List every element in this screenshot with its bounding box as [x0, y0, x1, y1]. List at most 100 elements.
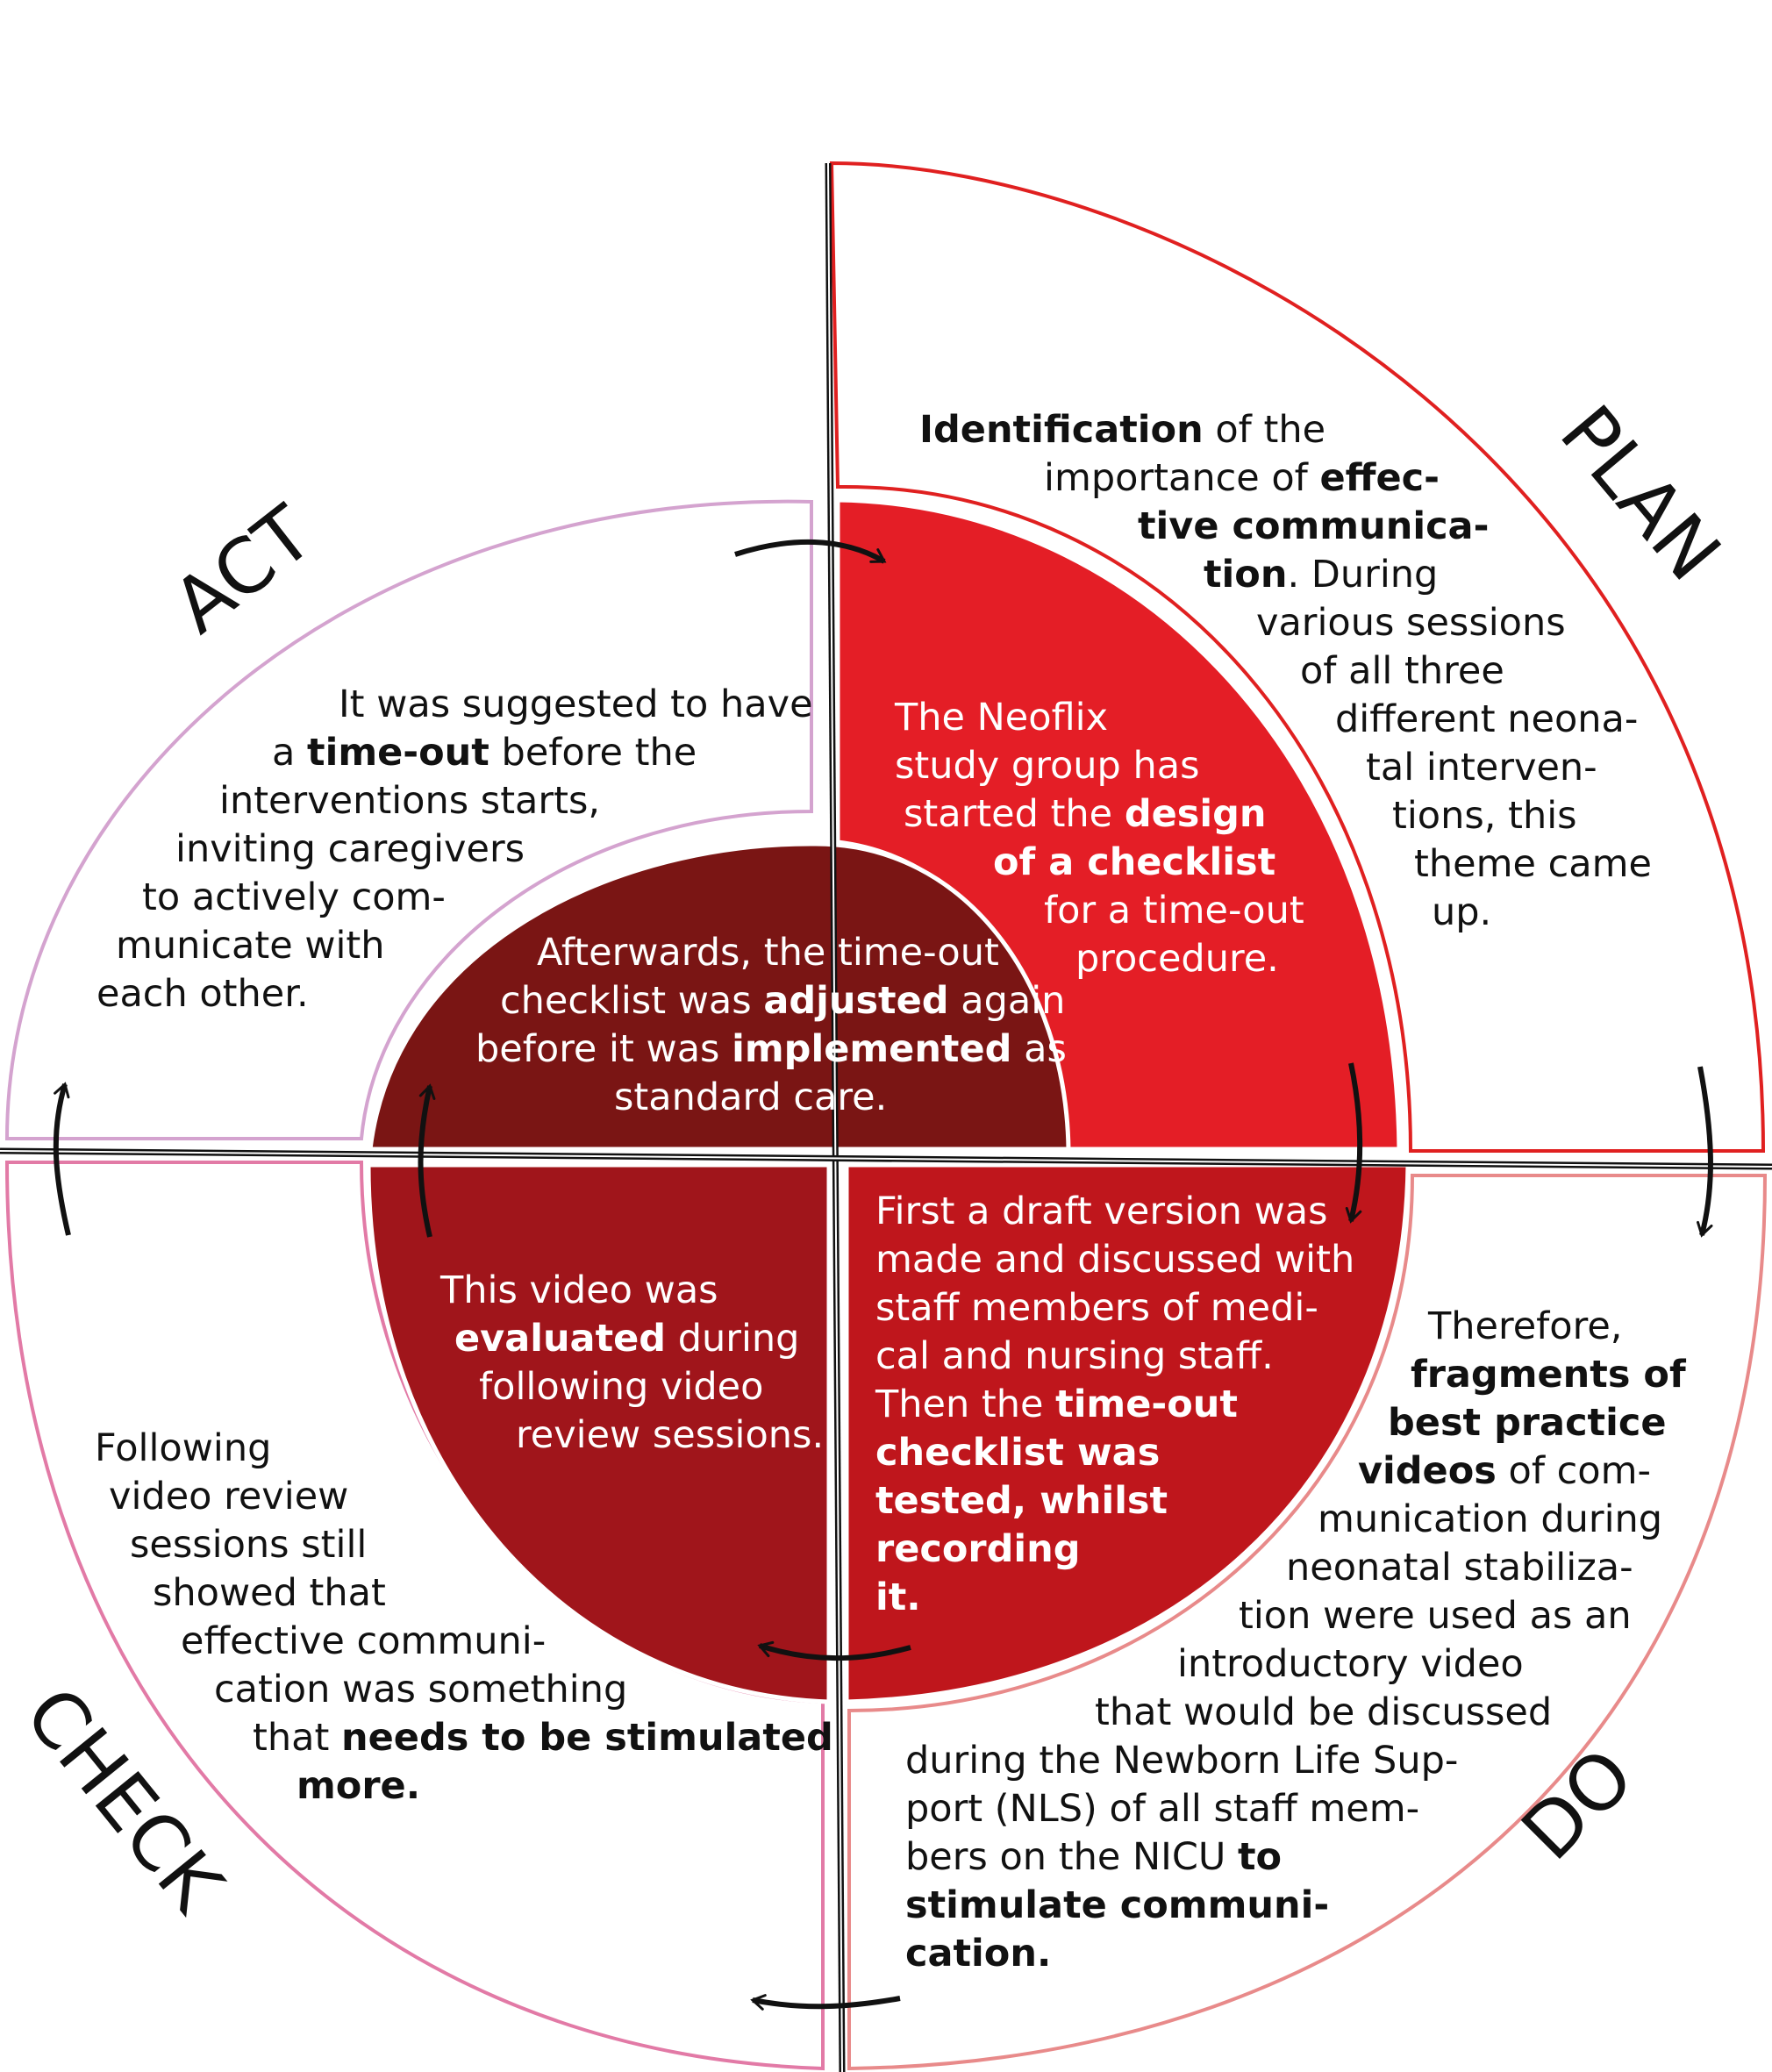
text-run: This video was	[439, 1268, 718, 1312]
plan-inner-line: The Neoflix	[894, 696, 1108, 739]
text-run: up.	[1432, 890, 1491, 934]
check-outer-line: more.	[297, 1764, 420, 1808]
text-run: tion were used as an	[1239, 1594, 1632, 1638]
check-outer-line: effective communi-	[181, 1619, 546, 1663]
bold-text-run: stimulate communi-	[905, 1883, 1329, 1927]
bold-text-run: best practice	[1388, 1401, 1667, 1445]
bold-text-run: cation.	[905, 1932, 1051, 1976]
do-outer-line: tion were used as an	[1239, 1594, 1632, 1638]
plan-outer-line: importance of effec-	[1044, 456, 1440, 500]
bold-text-run: to	[1238, 1835, 1282, 1879]
text-run: review sessions.	[516, 1413, 824, 1457]
do-inner-line: recording	[875, 1527, 1081, 1571]
arrow-check-to-act-outer-icon	[53, 1082, 71, 1236]
bold-text-run: effec-	[1319, 456, 1440, 500]
text-run: video review	[109, 1475, 348, 1518]
do-outer-line: bers on the NICU to	[905, 1835, 1282, 1879]
plan-outer-line: up.	[1432, 890, 1491, 934]
bold-text-run: time-out	[1055, 1383, 1238, 1426]
check-inner-line: review sessions.	[516, 1413, 824, 1457]
act-inner-line: standard care.	[614, 1075, 887, 1119]
horizontal-divider-white	[0, 1150, 1772, 1168]
plan-outer-line: tal interven-	[1366, 746, 1597, 790]
bold-text-run: it.	[875, 1575, 921, 1619]
act-inner-line: before it was implemented as	[475, 1027, 1067, 1071]
text-run: to actively com-	[142, 875, 446, 919]
do-inner-line: made and discussed with	[875, 1238, 1354, 1282]
bold-text-run: tested, whilst	[875, 1479, 1168, 1523]
text-run: that would be discussed	[1095, 1690, 1552, 1734]
check-inner-line: This video was	[439, 1268, 718, 1312]
bold-text-run: implemented	[732, 1027, 1011, 1071]
text-run: cation was something	[214, 1668, 627, 1711]
text-run: each other.	[96, 972, 309, 1016]
bold-text-run: more.	[297, 1764, 420, 1808]
arrow-plan-to-do-inner-icon	[1345, 1062, 1363, 1224]
text-run: standard care.	[614, 1075, 887, 1119]
do-inner-line: Then the time-out	[875, 1383, 1238, 1426]
bold-text-run: evaluated	[454, 1317, 666, 1361]
check-inner-line: following video	[479, 1365, 763, 1409]
text-run: theme came	[1414, 842, 1652, 886]
plan-outer-line: tive communica-	[1138, 504, 1489, 548]
text-run: First a draft version was	[875, 1190, 1328, 1233]
bold-text-run: adjusted	[763, 979, 948, 1023]
text-run: before it was	[475, 1027, 732, 1071]
text-run: Afterwards, the time-out	[537, 931, 999, 975]
bold-text-run: design	[1125, 792, 1267, 836]
do-outer-line: munication during	[1318, 1497, 1662, 1541]
do-outer-line: fragments of	[1411, 1353, 1687, 1397]
act-outer-line: municate with	[116, 924, 385, 968]
text-run: as	[1011, 1027, 1066, 1071]
bold-text-run: checklist was	[875, 1431, 1160, 1475]
do-outer-line: best practice	[1388, 1401, 1667, 1445]
do-inner-line: First a draft version was	[875, 1190, 1328, 1233]
act-label: ACT	[157, 489, 329, 651]
do-outer-line: during the Newborn Life Sup-	[905, 1739, 1458, 1783]
bold-text-run: time-out	[307, 731, 489, 775]
bold-text-run: Identification	[919, 408, 1204, 452]
text-run: following video	[479, 1365, 763, 1409]
text-run: Following	[95, 1426, 271, 1470]
act-outer-line: It was suggested to have	[339, 682, 813, 726]
do-outer-line: that would be discussed	[1095, 1690, 1552, 1734]
act-outer-line: each other.	[96, 972, 309, 1016]
bold-text-run: tive communica-	[1138, 504, 1489, 548]
plan-inner-line: of a checklist	[993, 840, 1275, 884]
check-outer-line: sessions still	[130, 1523, 367, 1567]
do-outer-line: neonatal stabiliza-	[1286, 1546, 1633, 1590]
text-run: interventions starts,	[219, 779, 600, 823]
act-outer-text: It was suggested to have a time-out befor…	[96, 682, 813, 1016]
text-run: procedure.	[1075, 937, 1279, 981]
do-outer-line: Therefore,	[1427, 1304, 1622, 1348]
do-inner-line: it.	[875, 1575, 921, 1619]
act-outer-line: a time-out before the	[272, 731, 697, 775]
text-run: inviting caregivers	[175, 827, 525, 871]
text-run: before the	[489, 731, 697, 775]
text-run: Therefore,	[1427, 1304, 1622, 1348]
check-outer-line: that needs to be stimulated	[253, 1716, 833, 1760]
act-outer-line: to actively com-	[142, 875, 446, 919]
check-outer-line: video review	[109, 1475, 348, 1518]
do-inner-line: cal and nursing staff.	[875, 1334, 1274, 1378]
plan-inner-line: started the design	[904, 792, 1266, 836]
arrow-plan-to-do-outer-icon	[1697, 1066, 1713, 1238]
do-outer-line: videos of com-	[1358, 1449, 1651, 1493]
text-run: of all three	[1300, 649, 1504, 693]
do-outer-line: cation.	[905, 1932, 1051, 1976]
arrow-do-to-check-inner-icon	[757, 1640, 911, 1661]
text-run: Then the	[875, 1383, 1055, 1426]
act-outer-line: interventions starts,	[219, 779, 600, 823]
plan-inner-line: procedure.	[1075, 937, 1279, 981]
text-run: various sessions	[1256, 601, 1566, 645]
plan-outer-line: Identification of the	[919, 408, 1325, 452]
text-run: tal interven-	[1366, 746, 1597, 790]
plan-inner-line: for a time-out	[1044, 889, 1304, 932]
bold-text-run: of a checklist	[993, 840, 1275, 884]
text-run: different neona-	[1335, 697, 1638, 741]
do-outer-line: introductory video	[1177, 1642, 1524, 1686]
arrow-check-to-act-inner-icon	[418, 1083, 436, 1238]
